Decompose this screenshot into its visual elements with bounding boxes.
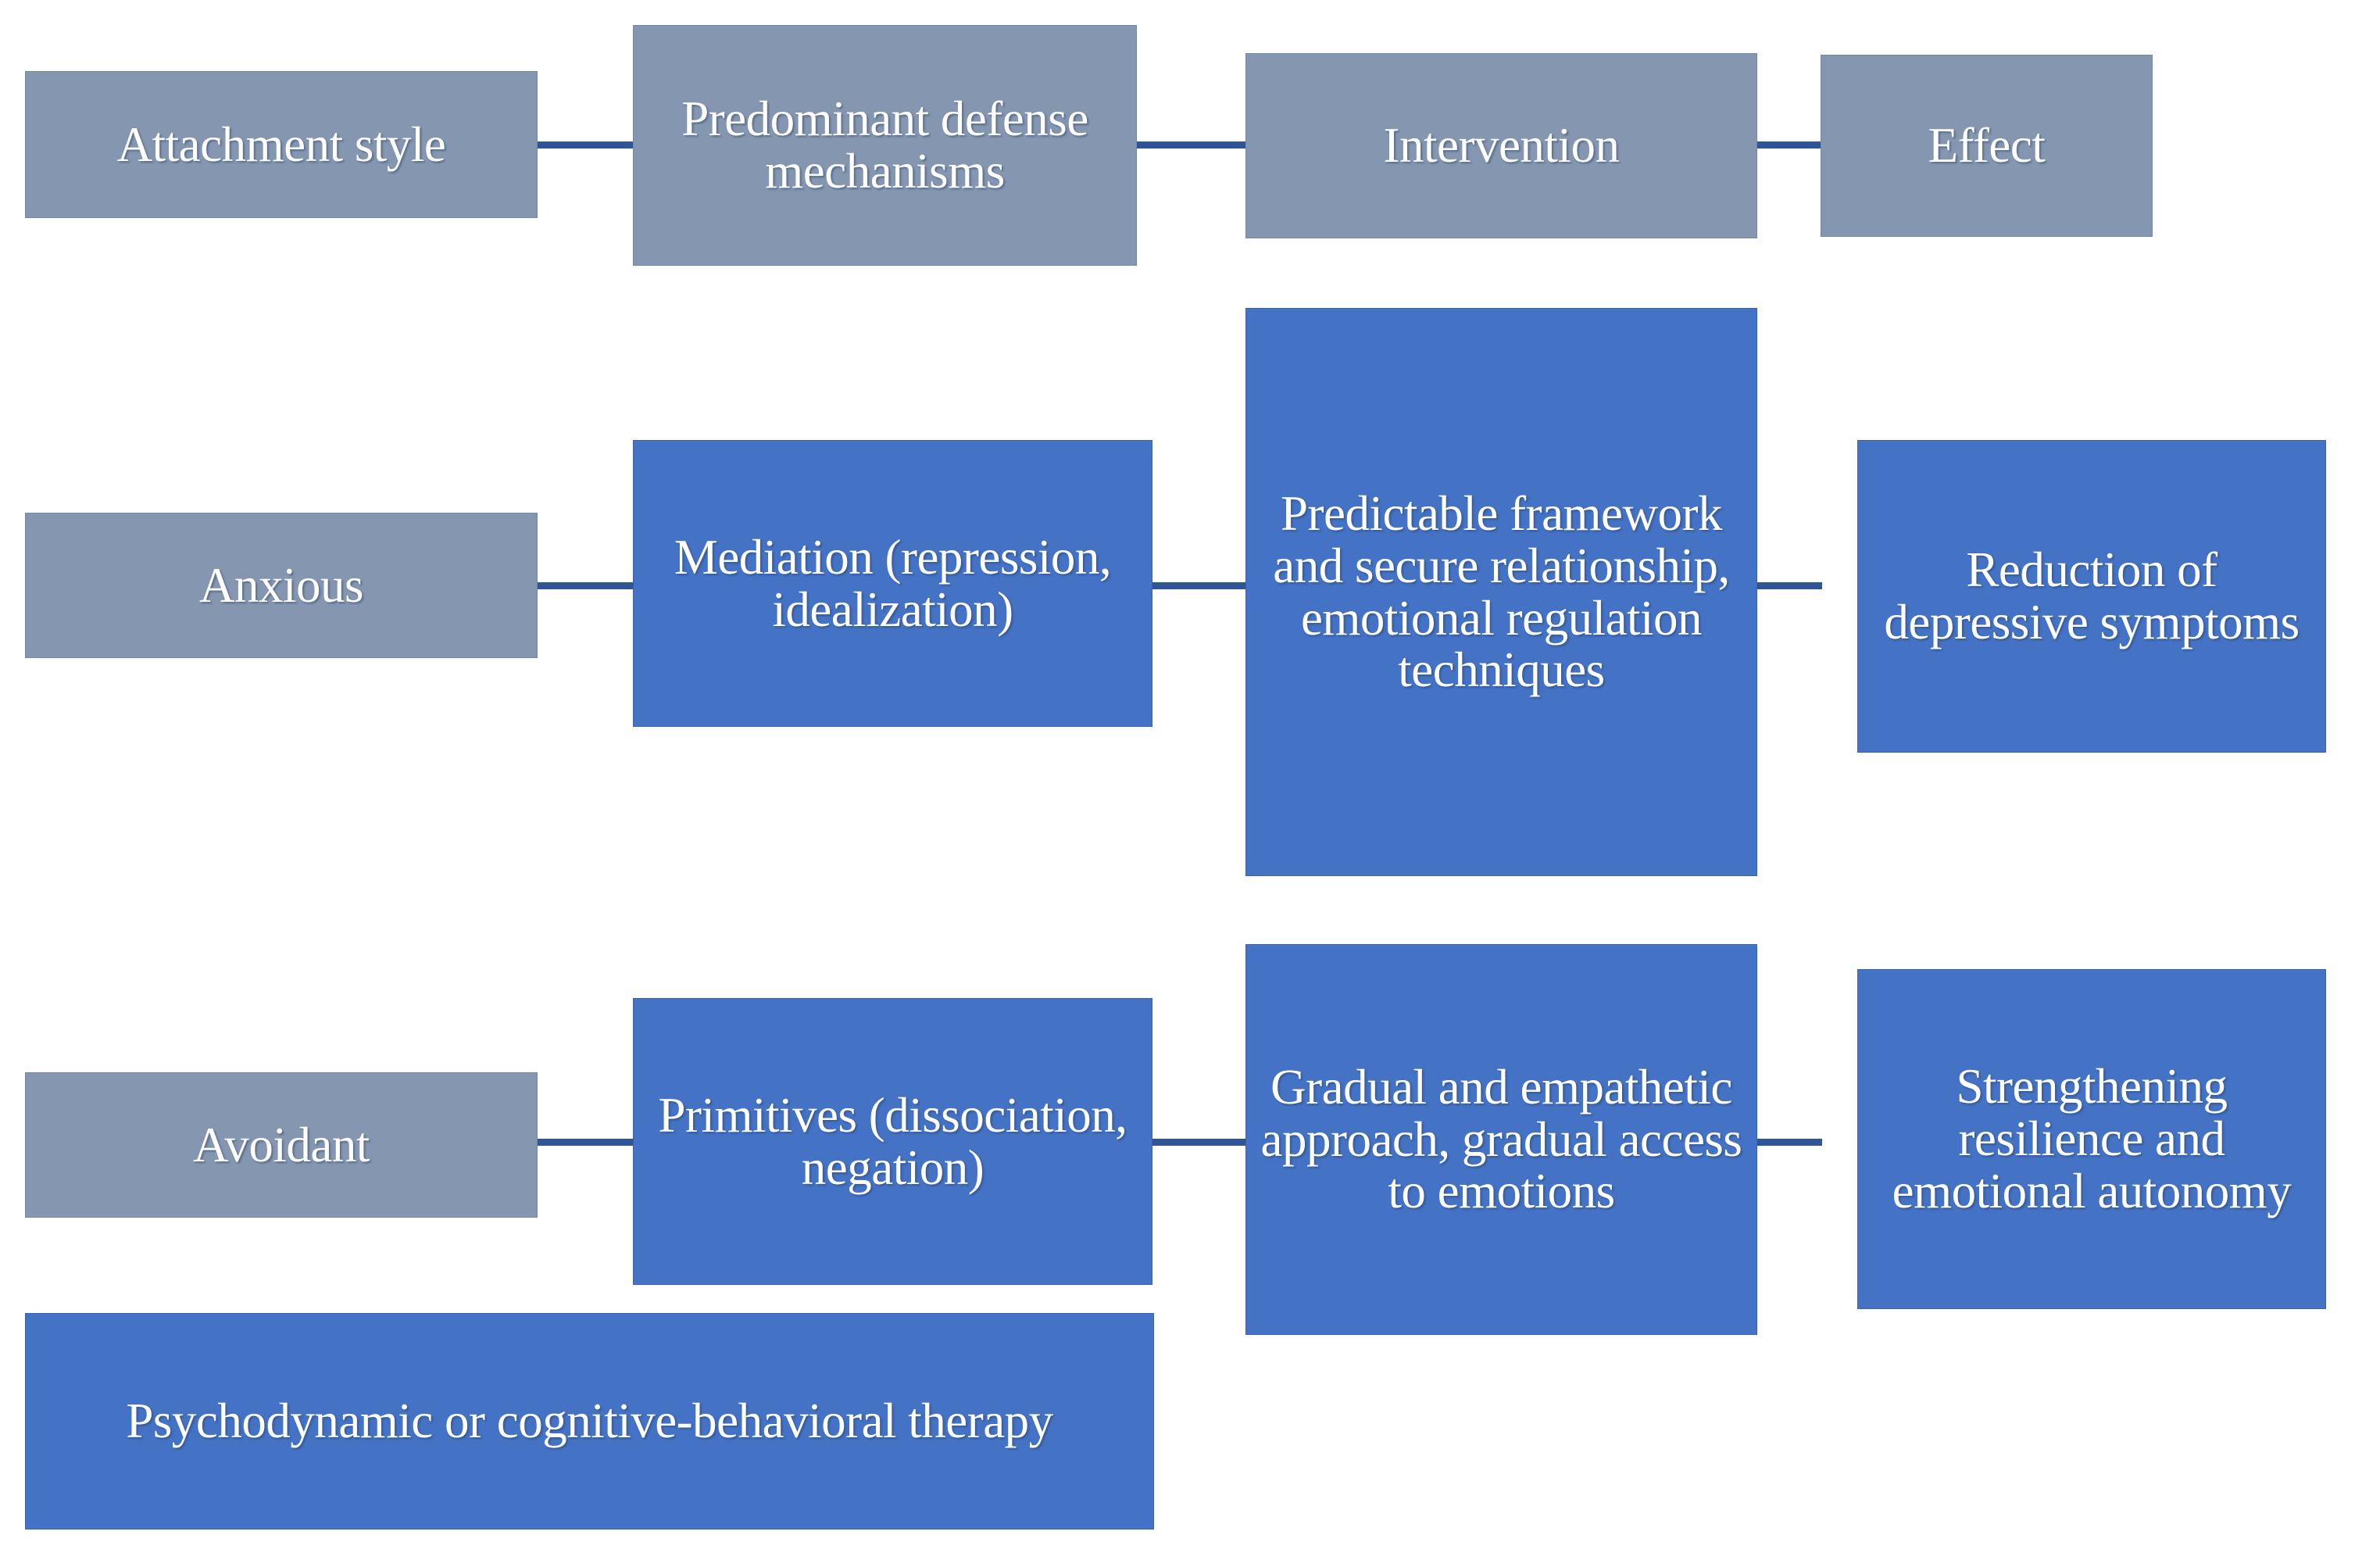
node-label: Anxious <box>198 557 364 613</box>
node-label: Mediation (repression, idealization) <box>674 529 1112 637</box>
node-anxious-defense[interactable]: Mediation (repression, idealization) <box>633 440 1152 727</box>
node-label: Primitives (dissociation, negation) <box>658 1087 1127 1195</box>
node-label: Psychodynamic or cognitive-behavioral th… <box>126 1394 1053 1449</box>
connector-primitives-to-gradual <box>1137 1139 1247 1146</box>
node-label: Reduction of depressive symptoms <box>1884 542 2300 649</box>
node-label: Strengthening resilience and emotional a… <box>1892 1059 2292 1218</box>
node-anxious-intervention[interactable]: Predictable framework and secure relatio… <box>1245 308 1757 876</box>
node-label: Predominant defense mechanisms <box>681 91 1088 199</box>
connector-gradual-to-strengthening <box>1757 1139 1822 1146</box>
node-label: Effect <box>1928 118 2046 174</box>
node-therapy-note[interactable]: Psychodynamic or cognitive-behavioral th… <box>25 1313 1154 1529</box>
node-anxious-style[interactable]: Anxious <box>25 513 538 658</box>
connector-defense-to-intervention <box>1137 141 1247 148</box>
node-label: Intervention <box>1383 118 1620 174</box>
connector-avoidant-to-primitives <box>538 1139 634 1146</box>
node-avoidant-defense[interactable]: Primitives (dissociation, negation) <box>633 998 1152 1285</box>
node-avoidant-effect[interactable]: Strengthening resilience and emotional a… <box>1857 969 2326 1309</box>
connector-anxious-to-mediation <box>538 582 634 589</box>
node-label: Gradual and empathetic approach, gradual… <box>1260 1059 1742 1219</box>
node-header-attachment-style[interactable]: Attachment style <box>25 71 538 218</box>
node-header-intervention[interactable]: Intervention <box>1245 53 1757 238</box>
node-label: Predictable framework and secure relatio… <box>1273 485 1730 698</box>
connector-attachment-style-to-defense <box>538 141 634 148</box>
node-anxious-effect[interactable]: Reduction of depressive symptoms <box>1857 440 2326 753</box>
connector-intervention-to-effect <box>1757 141 1822 148</box>
connector-mediation-to-framework <box>1137 582 1247 589</box>
node-label: Avoidant <box>193 1117 370 1172</box>
node-avoidant-intervention[interactable]: Gradual and empathetic approach, gradual… <box>1245 944 1757 1335</box>
node-header-effect[interactable]: Effect <box>1821 55 2153 237</box>
node-header-defense-mechanisms[interactable]: Predominant defense mechanisms <box>633 25 1137 266</box>
connector-framework-to-reduction <box>1757 582 1822 589</box>
node-avoidant-style[interactable]: Avoidant <box>25 1072 538 1218</box>
node-label: Attachment style <box>116 116 446 172</box>
